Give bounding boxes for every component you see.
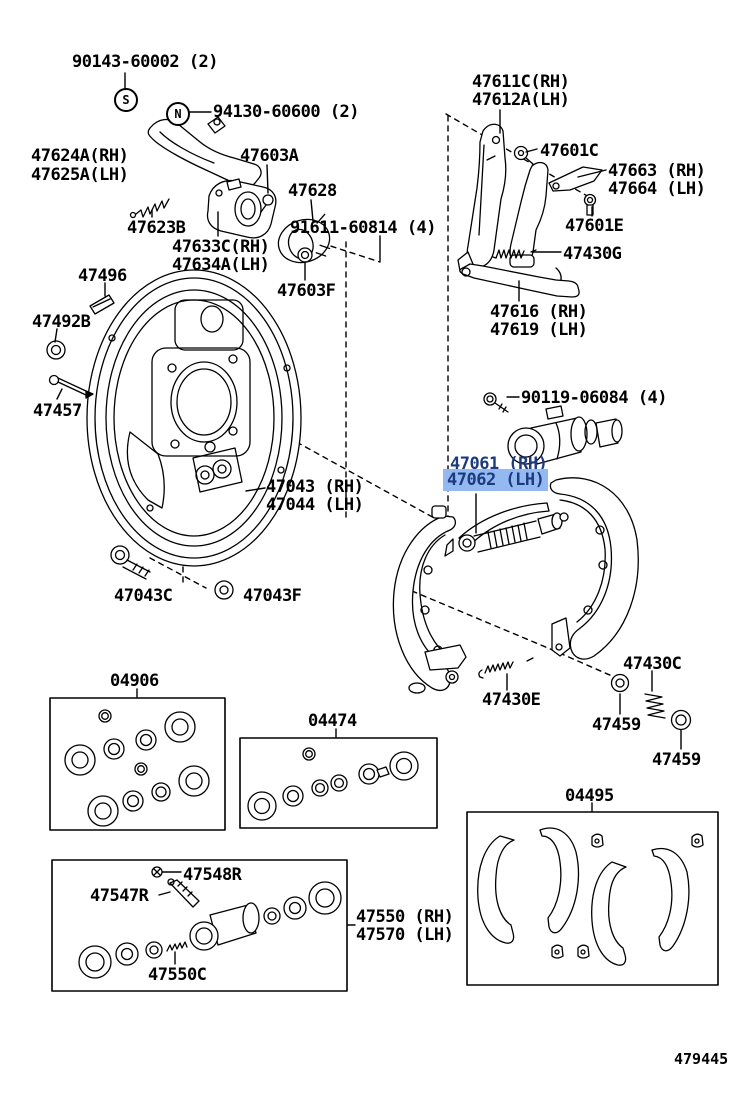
nut-47043F <box>214 580 234 600</box>
part-label-47663-rh[interactable]: 47663 (RH) <box>608 161 706 181</box>
part-label-47625A-lh[interactable]: 47625A(LH) <box>31 165 129 185</box>
clip-47496 <box>89 294 115 315</box>
part-label-47043-rh[interactable]: 47043 (RH) <box>266 477 364 497</box>
part-label-47623B[interactable]: 47623B <box>127 218 186 238</box>
kit-label-04906[interactable]: 04906 <box>110 671 159 691</box>
kit-box-04474 <box>239 737 438 829</box>
brake-shoe-right <box>549 477 639 660</box>
spring-47430G <box>492 249 537 259</box>
part-label-47492B[interactable]: 47492B <box>32 312 91 332</box>
parking-lever-inner <box>509 161 549 268</box>
part-label-91611-60814[interactable]: 91611-60814 (4) <box>290 218 437 238</box>
part-label-47061-rh[interactable]: 47061 (RH) <box>450 454 548 474</box>
fastener-callout-S: S <box>114 88 138 112</box>
brake-shoe-left <box>392 505 467 694</box>
parking-lever-47611C <box>457 123 507 272</box>
part-label-47550-rh[interactable]: 47550 (RH) <box>356 907 454 927</box>
part-label-47062-lh-highlighted[interactable]: 47062 (LH) <box>443 469 549 491</box>
part-label-47459-left[interactable]: 47459 <box>592 715 641 735</box>
kit-box-04495 <box>466 811 719 986</box>
part-label-47633C-rh[interactable]: 47633C(RH) <box>172 237 270 257</box>
tension-spring-47623B <box>129 198 170 219</box>
part-label-47612A-lh[interactable]: 47612A(LH) <box>472 90 570 110</box>
nut-47603F <box>297 247 313 263</box>
part-label-47603A[interactable]: 47603A <box>240 146 299 166</box>
kit-label-04474[interactable]: 04474 <box>308 711 357 731</box>
drawing-number: 479445 <box>674 1050 729 1068</box>
part-label-47619-lh[interactable]: 47619 (LH) <box>490 320 588 340</box>
bolt-90119 <box>483 392 509 413</box>
part-label-47044-lh[interactable]: 47044 (LH) <box>266 495 364 515</box>
part-label-47043C[interactable]: 47043C <box>114 586 173 606</box>
shoe-adjuster-47062[interactable] <box>444 512 569 557</box>
bolt-47601E <box>583 193 597 216</box>
rear-wheel-cylinder <box>507 405 623 465</box>
coil-spring-47430C <box>644 693 666 719</box>
part-label-47496[interactable]: 47496 <box>78 266 127 286</box>
part-label-47601E[interactable]: 47601E <box>565 216 624 236</box>
part-label-47430E[interactable]: 47430E <box>482 690 541 710</box>
part-label-47603F[interactable]: 47603F <box>277 281 336 301</box>
part-label-47634A-lh[interactable]: 47634A(LH) <box>172 255 270 275</box>
kit-box-04906 <box>49 697 226 831</box>
parking-brake-bellcrank-47624A <box>147 116 262 188</box>
part-label-47601C[interactable]: 47601C <box>540 141 599 161</box>
bleeder-plug-47603A <box>260 194 274 213</box>
part-label-47664-lh[interactable]: 47664 (LH) <box>608 179 706 199</box>
part-label-94130-60600[interactable]: 94130-60600 (2) <box>213 102 360 122</box>
part-label-47624A-rh[interactable]: 47624A(RH) <box>31 146 129 166</box>
shoe-strut-wing-47663 <box>548 166 603 192</box>
part-label-47547R[interactable]: 47547R <box>90 886 149 906</box>
brake-backing-plate <box>86 269 302 567</box>
callout-letter-s: S <box>122 93 130 107</box>
part-label-47611C-rh[interactable]: 47611C(RH) <box>472 72 570 92</box>
kit-label-04495[interactable]: 04495 <box>565 786 614 806</box>
part-label-90119-06084[interactable]: 90119-06084 (4) <box>521 388 668 408</box>
part-label-90143-60002[interactable]: 90143-60002 (2) <box>72 52 219 72</box>
grommet-47492B <box>46 340 66 360</box>
leader-lines <box>54 72 682 965</box>
part-label-47548R[interactable]: 47548R <box>183 865 242 885</box>
part-label-47043F[interactable]: 47043F <box>243 586 302 606</box>
clip-47601C <box>513 145 534 165</box>
part-label-47550C[interactable]: 47550C <box>148 965 207 985</box>
callout-letter-n: N <box>174 107 182 121</box>
bolt-47043C <box>110 545 151 580</box>
cap-47459-right <box>670 709 692 731</box>
pin-47457 <box>48 374 94 399</box>
part-label-47457[interactable]: 47457 <box>33 401 82 421</box>
part-label-47570-lh[interactable]: 47570 (LH) <box>356 925 454 945</box>
fastener-callout-N: N <box>166 102 190 126</box>
wheel-cylinder-body-47633C <box>206 178 277 239</box>
part-label-47616-rh[interactable]: 47616 (RH) <box>490 302 588 322</box>
spring-47430E <box>478 657 534 679</box>
strut-rod-47616 <box>459 263 580 298</box>
kit-box-47550 <box>51 859 348 992</box>
anchor-bracket <box>551 617 571 657</box>
part-label-47430G[interactable]: 47430G <box>563 244 622 264</box>
washer-47459-left <box>610 673 630 693</box>
part-label-47628[interactable]: 47628 <box>288 181 337 201</box>
part-label-47430C[interactable]: 47430C <box>623 654 682 674</box>
part-label-47459-right[interactable]: 47459 <box>652 750 701 770</box>
